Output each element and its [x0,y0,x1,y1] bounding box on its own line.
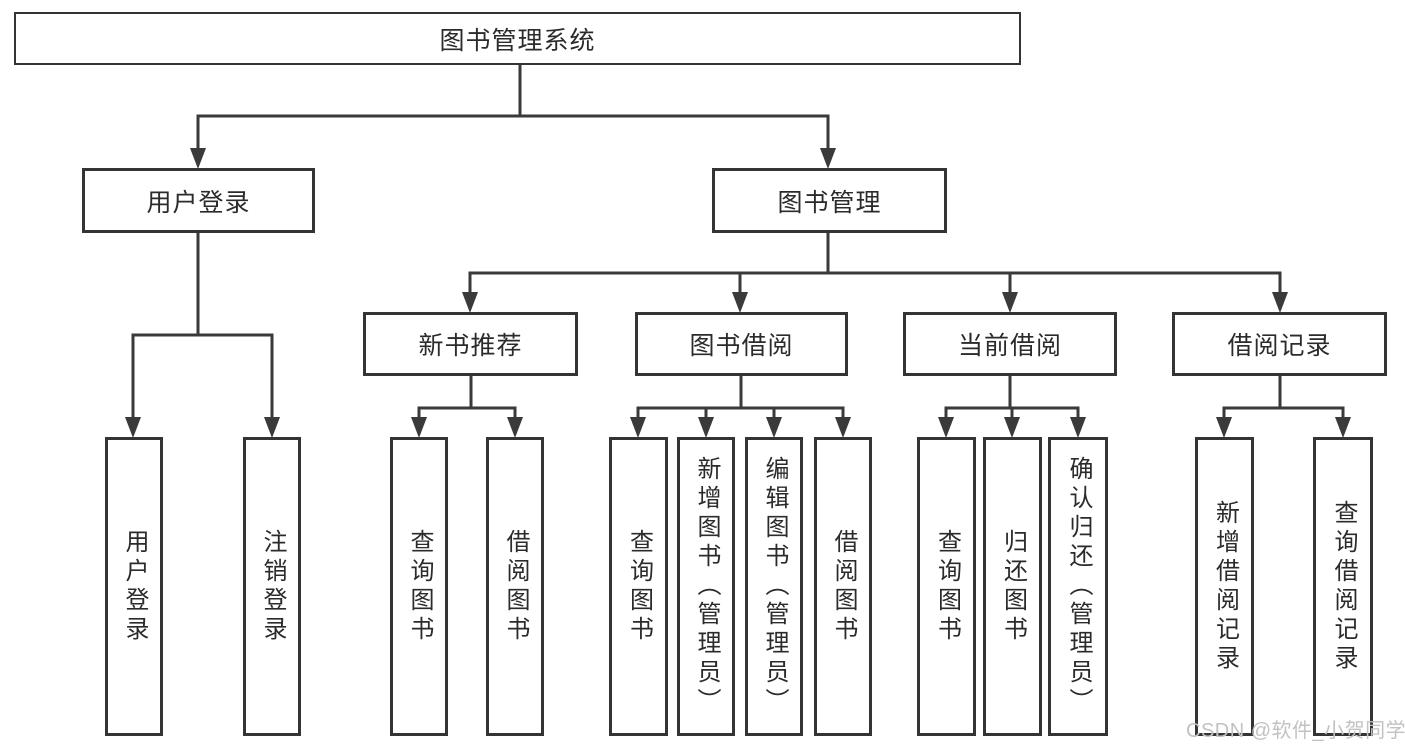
leaf-return-books: 归还图书 [983,437,1042,736]
node-label: 新书推荐 [418,332,523,360]
leaf-label: 查询借阅记录 [1330,499,1357,674]
arrowhead-down-icon [507,417,523,438]
node-current-borrowing: 当前借阅 [903,312,1117,376]
node-label: 当前借阅 [957,332,1062,360]
node-new-book-recommendation: 新书推荐 [363,312,578,376]
node-book-management: 图书管理 [712,168,947,233]
arrowhead-down-icon [938,417,954,438]
arrowhead-down-icon [1272,292,1288,313]
node-library-management-system: 图书管理系统 [14,12,1021,65]
arrowhead-down-icon [732,292,748,313]
node-label: 图书管理 [777,188,882,217]
leaf-query-borrow-record: 查询借阅记录 [1313,437,1373,736]
leaf-label: 确认归还（管理员） [1065,456,1092,717]
leaf-label: 查询图书 [625,528,653,645]
leaf-add-borrow-record: 新增借阅记录 [1195,437,1254,736]
leaf-label: 查询图书 [933,528,961,645]
node-user-login: 用户登录 [82,168,315,233]
csdn-watermark: CSDN @软件_小贺同学 [1186,720,1405,742]
arrowhead-down-icon [835,417,851,438]
arrowhead-down-icon [1002,292,1018,313]
arrowhead-down-icon [1335,417,1351,438]
leaf-edit-books-admin: 编辑图书（管理员） [745,437,803,736]
node-label: 图书借阅 [689,332,794,360]
leaf-label: 新增借阅记录 [1211,499,1239,674]
leaf-add-books-admin: 新增图书（管理员） [677,437,735,736]
leaf-borrow-books-recommend: 借阅图书 [486,437,544,736]
arrowhead-down-icon [125,417,141,438]
node-borrowing-records: 借阅记录 [1172,312,1387,376]
arrowhead-down-icon [190,148,206,169]
leaf-label: 新增图书（管理员） [693,456,720,717]
leaf-user-login: 用户登录 [105,437,163,736]
node-label: 用户登录 [146,188,251,217]
arrowhead-down-icon [264,417,280,438]
arrowhead-down-icon [630,417,646,438]
arrowhead-down-icon [698,417,714,438]
arrowhead-down-icon [1004,417,1020,438]
arrowhead-down-icon [820,148,836,169]
leaf-label: 借阅图书 [502,528,529,645]
leaf-label: 用户登录 [121,528,148,645]
leaf-confirm-return-admin: 确认归还（管理员） [1048,437,1108,736]
leaf-query-books-borrow: 查询图书 [609,437,668,736]
node-label: 图书管理系统 [439,26,596,55]
leaf-label: 归还图书 [999,528,1027,645]
leaf-label: 编辑图书（管理员） [761,456,788,717]
node-label: 借阅记录 [1227,332,1332,360]
leaf-borrow-books: 借阅图书 [814,437,872,736]
arrowhead-down-icon [462,292,478,313]
arrowhead-down-icon [766,417,782,438]
leaf-label: 注销登录 [259,528,286,645]
arrowhead-down-icon [1070,417,1086,438]
arrowhead-down-icon [411,417,427,438]
leaf-label: 查询图书 [406,528,433,645]
leaf-label: 借阅图书 [830,528,857,645]
arrowhead-down-icon [1216,417,1232,438]
node-book-borrowing: 图书借阅 [635,312,848,376]
leaf-logout: 注销登录 [243,437,301,736]
leaf-query-books-current: 查询图书 [917,437,976,736]
leaf-query-books-recommend: 查询图书 [390,437,448,736]
